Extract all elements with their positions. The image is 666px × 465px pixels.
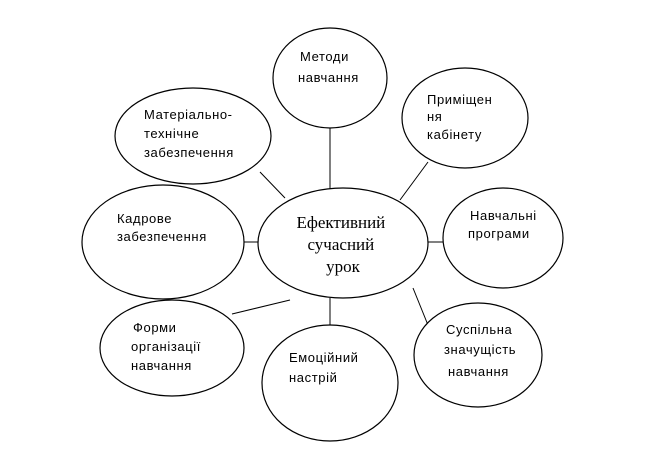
- node-label: Кадрове забезпечення: [117, 211, 207, 244]
- node-staffing: Кадрове забезпечення: [81, 184, 245, 300]
- center-node: Ефективний сучасний урок: [257, 187, 429, 299]
- link-forms: [231, 299, 291, 315]
- node-line: організації: [131, 339, 201, 354]
- node-curricula: Навчальні програми: [442, 187, 564, 289]
- node-line: Кадрове: [117, 211, 172, 226]
- node-line: технічне: [144, 126, 199, 141]
- node-label: Форми організації навчання: [131, 320, 205, 373]
- link-material: [259, 171, 286, 199]
- node-line: настрій: [289, 370, 337, 385]
- node-label: Емоційний настрій: [289, 350, 363, 385]
- center-line: сучасний: [307, 235, 374, 254]
- node-line: Навчальні: [470, 208, 537, 223]
- node-teaching-methods: Методи навчання: [272, 27, 388, 129]
- node-line: Форми: [133, 320, 177, 335]
- node-label: Матеріально- технічне забезпечення: [144, 107, 237, 160]
- node-line: забезпечення: [144, 145, 234, 160]
- node-line: значущість: [444, 342, 516, 357]
- node-emotional-mood: Емоційний настрій: [261, 324, 399, 442]
- center-line: Ефективний: [296, 213, 385, 232]
- node-label: Методи навчання: [298, 49, 359, 85]
- node-organization-forms: Форми організації навчання: [99, 299, 245, 397]
- node-line: забезпечення: [117, 229, 207, 244]
- node-line: ня: [427, 109, 442, 124]
- node-label: Суспільна значущість навчання: [444, 322, 520, 379]
- node-line: навчання: [131, 358, 192, 373]
- center-label: Ефективний сучасний урок: [296, 213, 389, 276]
- node-line: навчання: [298, 70, 359, 85]
- node-social-significance: Суспільна значущість навчання: [413, 302, 543, 408]
- center-line: урок: [326, 257, 361, 276]
- node-material-support: Матеріально- технічне забезпечення: [114, 87, 272, 185]
- link-room: [399, 161, 429, 201]
- node-line: Матеріально-: [144, 107, 233, 122]
- node-line: навчання: [448, 364, 509, 379]
- node-line: програми: [468, 226, 530, 241]
- node-classroom-space: Приміщен ня кабінету: [401, 67, 529, 169]
- node-line: Приміщен: [427, 92, 492, 107]
- node-line: Суспільна: [446, 322, 513, 337]
- node-label: Навчальні програми: [468, 208, 541, 241]
- node-line: кабінету: [427, 127, 482, 142]
- node-label: Приміщен ня кабінету: [427, 92, 497, 142]
- node-line: Емоційний: [289, 350, 359, 365]
- node-line: Методи: [300, 49, 349, 64]
